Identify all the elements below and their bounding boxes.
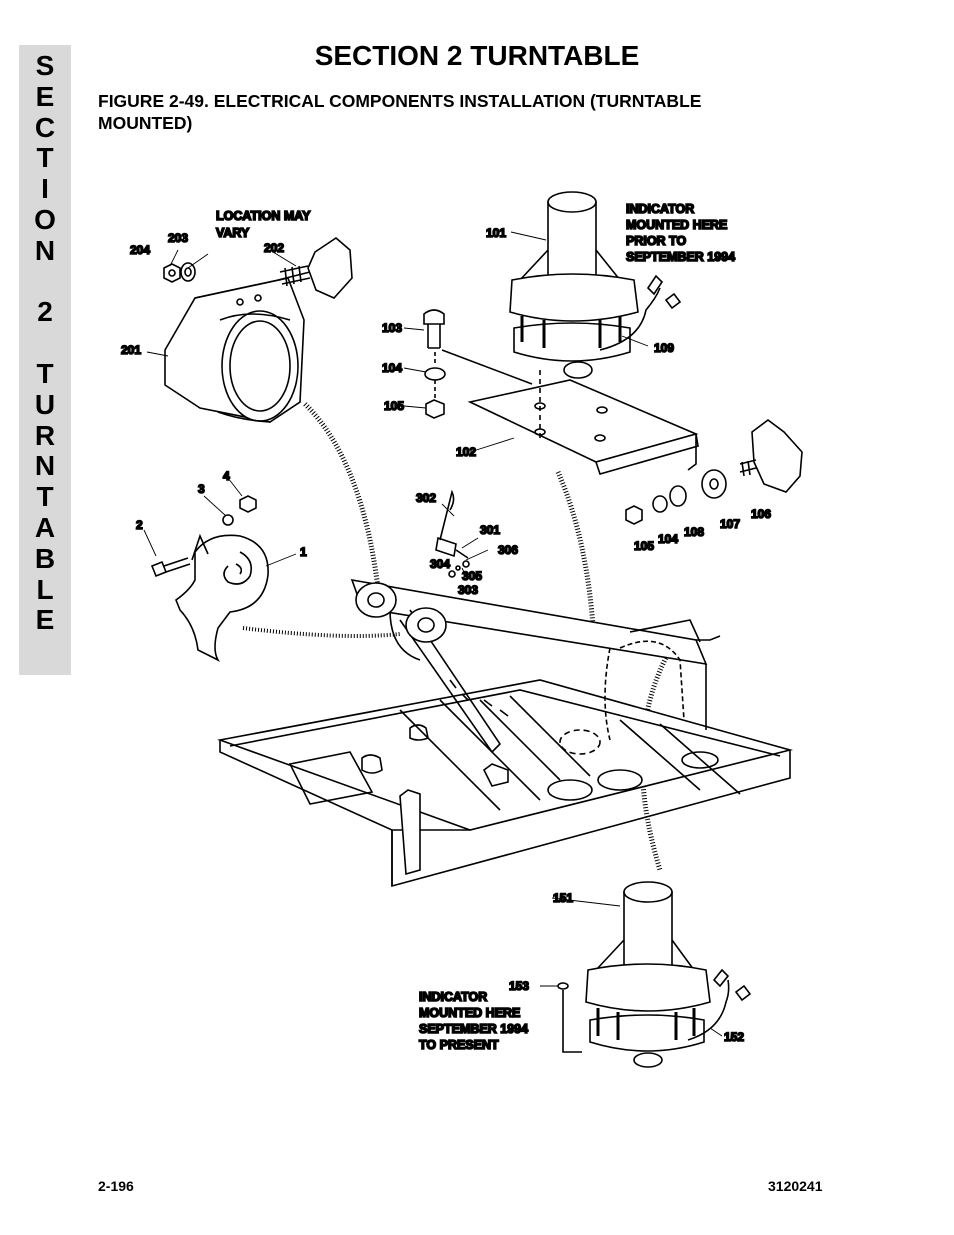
note-location-line-2: VARY — [216, 226, 250, 240]
cable-horn — [303, 402, 381, 589]
indicator-light-151 — [585, 881, 752, 1068]
knob-106 — [739, 419, 803, 493]
label-104: 104 — [382, 361, 402, 375]
label-301: 301 — [480, 523, 500, 537]
washer-104 — [424, 367, 446, 381]
electrical-components-diagram: 204 203 202 201 101 103 104 105 102 109 … — [120, 191, 803, 1068]
label-1: 1 — [300, 545, 307, 559]
label-201: 201 — [121, 343, 141, 357]
side-tab-letter: S — [35, 50, 55, 81]
side-tab-letter: N — [34, 234, 56, 266]
figure-title-line-1: FIGURE 2-49. ELECTRICAL COMPONENTS INSTA… — [98, 91, 702, 111]
side-tab-letter: U — [34, 388, 56, 420]
washer-3 — [222, 514, 234, 526]
label-109: 109 — [654, 341, 674, 355]
knob-202 — [277, 236, 353, 299]
label-102: 102 — [456, 445, 476, 459]
note-indicator-present-line-2: MOUNTED HERE — [419, 1006, 520, 1020]
nut-4 — [239, 495, 257, 513]
nut-105 — [425, 399, 445, 419]
side-tab-letter: E — [35, 80, 55, 112]
label-3: 3 — [198, 482, 205, 496]
label-101: 101 — [486, 226, 506, 240]
label-153: 153 — [509, 979, 529, 993]
side-tab-letter: C — [34, 111, 56, 143]
label-304: 304 — [430, 557, 450, 571]
page-number: 2-196 — [98, 1178, 134, 1194]
label-108: 108 — [684, 525, 704, 539]
label-204: 204 — [130, 243, 150, 257]
washer-203 — [180, 262, 196, 282]
nut-204 — [163, 263, 181, 283]
side-tab-letter: I — [41, 173, 49, 205]
side-tab-letter: T — [36, 481, 54, 513]
side-tab-letter: L — [36, 573, 54, 605]
screw-153 — [557, 982, 582, 1053]
label-303: 303 — [458, 583, 478, 597]
label-202: 202 — [264, 241, 284, 255]
label-152: 152 — [724, 1030, 744, 1044]
label-151: 151 — [553, 891, 573, 905]
side-tab-letter: B — [34, 542, 56, 574]
side-tab-letter: T — [36, 142, 54, 174]
note-indicator-prior-line-3: PRIOR TO — [626, 234, 686, 248]
label-306: 306 — [498, 543, 518, 557]
side-tab-letter — [19, 267, 71, 298]
note-indicator-present-line-4: TO PRESENT — [419, 1038, 499, 1052]
label-107: 107 — [720, 517, 740, 531]
document-number: 3120241 — [768, 1178, 823, 1194]
label-105b: 105 — [634, 539, 654, 553]
horn-assembly-201 — [164, 277, 305, 423]
side-tab-letter: O — [34, 203, 56, 235]
turntable-frame — [216, 578, 794, 888]
bolt-2 — [150, 557, 191, 578]
indicator-light-101 — [509, 191, 682, 379]
cable-horn-1 — [242, 626, 401, 638]
mounting-bracket-102 — [467, 379, 699, 475]
label-104b: 104 — [658, 532, 678, 546]
switch-301 — [435, 489, 470, 578]
figure-title-line-2: MOUNTED) — [98, 113, 193, 133]
cable-indicator — [555, 470, 597, 641]
note-indicator-present-line-1: INDICATOR — [419, 990, 487, 1004]
label-4: 4 — [223, 469, 230, 483]
label-106: 106 — [751, 507, 771, 521]
section-title: SECTION 2 TURNTABLE — [314, 40, 640, 71]
side-tab-letter: 2 — [37, 296, 53, 328]
figure-title: FIGURE 2-49. ELECTRICAL COMPONENTS INSTA… — [98, 90, 778, 134]
side-tab-letter: E — [35, 604, 55, 636]
label-2: 2 — [136, 518, 143, 532]
note-indicator-present-line-3: SEPTEMBER 1994 — [419, 1022, 528, 1036]
label-105: 105 — [384, 399, 404, 413]
note-location-line-1: LOCATION MAY — [216, 209, 311, 223]
washer-104b — [652, 495, 668, 513]
washer-108 — [669, 485, 687, 507]
side-tab-letter: T — [36, 357, 54, 389]
label-103: 103 — [382, 321, 402, 335]
horn-1 — [175, 533, 269, 662]
side-tab-letter: N — [34, 450, 56, 482]
label-203: 203 — [168, 231, 188, 245]
note-indicator-prior-line-4: SEPTEMBER 1994 — [626, 250, 735, 264]
leader-lines — [143, 231, 723, 1037]
side-tab-letter: A — [34, 511, 56, 543]
note-indicator-prior-line-1: INDICATOR — [626, 202, 694, 216]
label-302: 302 — [416, 491, 436, 505]
side-tab-letter — [19, 328, 71, 359]
side-tab-letter: R — [34, 419, 56, 451]
washer-107 — [701, 469, 727, 499]
note-indicator-prior-line-2: MOUNTED HERE — [626, 218, 727, 232]
nut-105b — [625, 505, 643, 525]
bolt-103 — [423, 309, 445, 349]
label-305: 305 — [462, 569, 482, 583]
